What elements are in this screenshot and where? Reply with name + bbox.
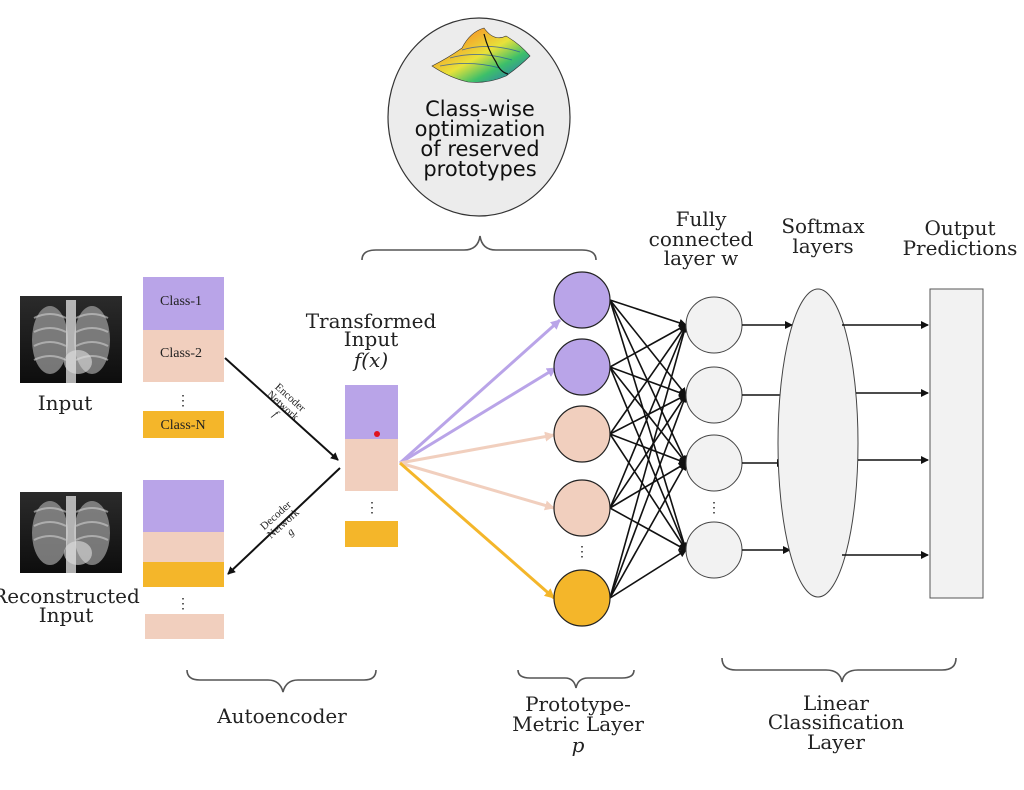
reconstructed-xray-image bbox=[20, 492, 122, 573]
output-predictions-box bbox=[929, 288, 984, 599]
prototype-node-2 bbox=[553, 338, 611, 396]
autoencoder-label: Autoencoder bbox=[216, 704, 347, 728]
recon-class-n-block bbox=[143, 562, 224, 587]
softmax-label-line2: layers bbox=[792, 234, 853, 258]
reconstructed-label-line2: Input bbox=[39, 603, 94, 627]
input-label: Input bbox=[38, 391, 93, 415]
transformed-class-2-block bbox=[345, 439, 398, 491]
bubble-text-line4: prototypes bbox=[423, 157, 536, 181]
arrow-to-prototype-2 bbox=[399, 366, 557, 465]
transformed-label-line1: Transformed bbox=[306, 309, 437, 333]
output-label-line1: Output bbox=[924, 216, 995, 240]
arrow-to-prototype-1 bbox=[399, 318, 561, 465]
fc-label-line2: connected bbox=[649, 227, 754, 251]
prototype-node-3 bbox=[553, 405, 611, 463]
recon-class-1-block bbox=[143, 480, 224, 532]
prototype-ellipsis: ⋮ bbox=[575, 545, 589, 560]
bubble-text-line2: optimization bbox=[415, 117, 546, 141]
linear-classification-brace bbox=[721, 657, 957, 683]
prototype-label-line2: Metric Layer bbox=[512, 712, 644, 736]
transformed-ellipsis: ⋮ bbox=[365, 501, 379, 516]
linear-label-line2: Classification bbox=[768, 710, 904, 734]
arrow-to-prototype-3 bbox=[399, 431, 555, 465]
loss-surface-icon bbox=[431, 27, 531, 83]
transformed-class-1-block bbox=[345, 385, 398, 439]
recon-ellipsis: ⋮ bbox=[176, 597, 190, 612]
svg-text:g: g bbox=[285, 525, 297, 538]
softmax-layer bbox=[777, 288, 859, 598]
bubble-text-line1: Class-wise bbox=[425, 97, 535, 121]
recon-extra-block bbox=[145, 614, 224, 639]
encoder-arrow bbox=[224, 357, 339, 461]
prototype-node-4 bbox=[553, 479, 611, 537]
transformed-class-n-block bbox=[345, 521, 398, 547]
fc-label-line3: layer w bbox=[664, 246, 739, 270]
class-ellipsis: ⋮ bbox=[176, 394, 190, 409]
prototype-node-n bbox=[553, 569, 611, 627]
decoder-network-label: Decoder Network g bbox=[258, 499, 302, 542]
fc-node-3 bbox=[685, 434, 743, 492]
transformed-fx-label: f(x) bbox=[352, 348, 388, 372]
decoder-arrow bbox=[227, 467, 341, 575]
bubble-brace bbox=[361, 235, 597, 261]
recon-class-2-block bbox=[143, 532, 224, 562]
input-xray-image bbox=[20, 296, 122, 383]
class-2-block bbox=[143, 330, 224, 382]
class-1-label: Class-1 bbox=[160, 294, 202, 309]
output-label-line2: Predictions bbox=[903, 236, 1018, 260]
class-2-label: Class-2 bbox=[160, 346, 202, 361]
softmax-label-line1: Softmax bbox=[781, 214, 865, 238]
prototype-label-line1: Prototype- bbox=[525, 692, 631, 716]
prototype-node-1 bbox=[553, 271, 611, 329]
prototype-label-line3: p bbox=[572, 733, 585, 757]
softmax-output-arrows bbox=[842, 321, 929, 559]
fc-ellipsis: ⋮ bbox=[707, 501, 721, 516]
linear-label-line3: Layer bbox=[807, 730, 865, 754]
class-n-label: Class-N bbox=[160, 418, 205, 433]
svg-text:f: f bbox=[270, 409, 282, 421]
encoder-network-label: Encoder Network f bbox=[264, 381, 308, 424]
fc-node-n bbox=[685, 521, 743, 579]
reconstructed-label-line1: Reconstructed bbox=[0, 584, 140, 608]
class-1-block bbox=[143, 277, 224, 330]
optimization-bubble bbox=[387, 17, 571, 217]
fc-node-1 bbox=[685, 296, 743, 354]
transformed-label-line2: Input bbox=[344, 327, 399, 351]
prototype-brace bbox=[517, 669, 635, 689]
embedding-point bbox=[374, 431, 380, 437]
arrow-to-prototype-n bbox=[399, 461, 555, 600]
linear-label-line1: Linear bbox=[803, 691, 869, 715]
arrow-to-prototype-4 bbox=[399, 461, 555, 511]
autoencoder-brace bbox=[186, 669, 377, 693]
class-n-block bbox=[143, 411, 224, 438]
fc-node-2 bbox=[685, 366, 743, 424]
prototype-fc-connections bbox=[609, 299, 688, 599]
fc-label-line1: Fully bbox=[676, 207, 728, 231]
bubble-text-line3: of reserved bbox=[420, 137, 539, 161]
